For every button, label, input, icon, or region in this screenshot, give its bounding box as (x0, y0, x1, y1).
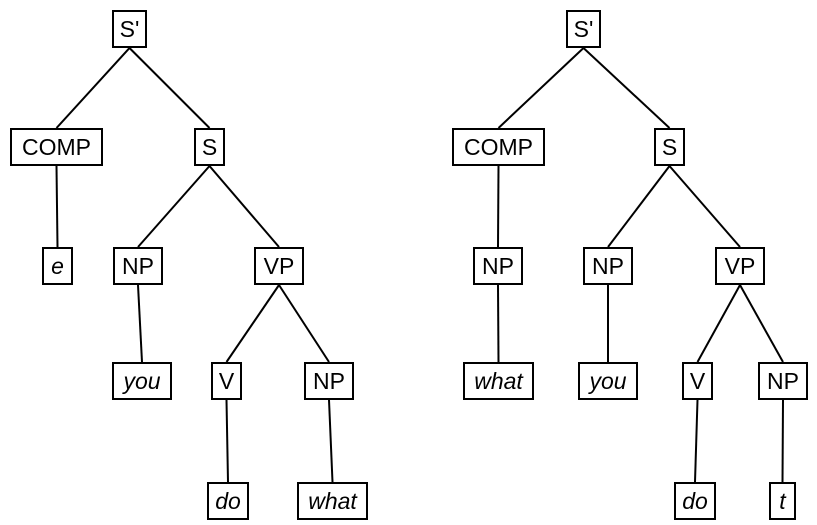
tree-node-r-comp: COMP (452, 128, 545, 166)
tree-node-r-np-obj: NP (758, 362, 808, 400)
tree-node-r-what: what (463, 362, 534, 400)
tree-node-r-you: you (578, 362, 638, 400)
tree-node-l-what: what (297, 482, 368, 520)
tree-node-l-v: V (211, 362, 242, 400)
tree-node-r-np-subj: NP (583, 247, 633, 285)
tree-node-l-np-subj: NP (113, 247, 163, 285)
tree-node-r-sbar: S' (566, 10, 601, 48)
tree-node-r-np-comp: NP (473, 247, 523, 285)
tree-node-l-np-obj: NP (304, 362, 354, 400)
tree-node-r-t: t (769, 482, 796, 520)
tree-node-l-do: do (207, 482, 249, 520)
tree-node-l-sbar: S' (112, 10, 147, 48)
tree-node-l-s: S (194, 128, 225, 166)
tree-node-r-v: V (682, 362, 713, 400)
tree-node-r-s: S (654, 128, 685, 166)
tree-node-l-vp: VP (254, 247, 304, 285)
tree-node-r-do: do (674, 482, 716, 520)
tree-node-l-you: you (112, 362, 172, 400)
tree-node-l-e: e (42, 247, 73, 285)
tree-node-r-vp: VP (715, 247, 765, 285)
tree-node-l-comp: COMP (10, 128, 103, 166)
